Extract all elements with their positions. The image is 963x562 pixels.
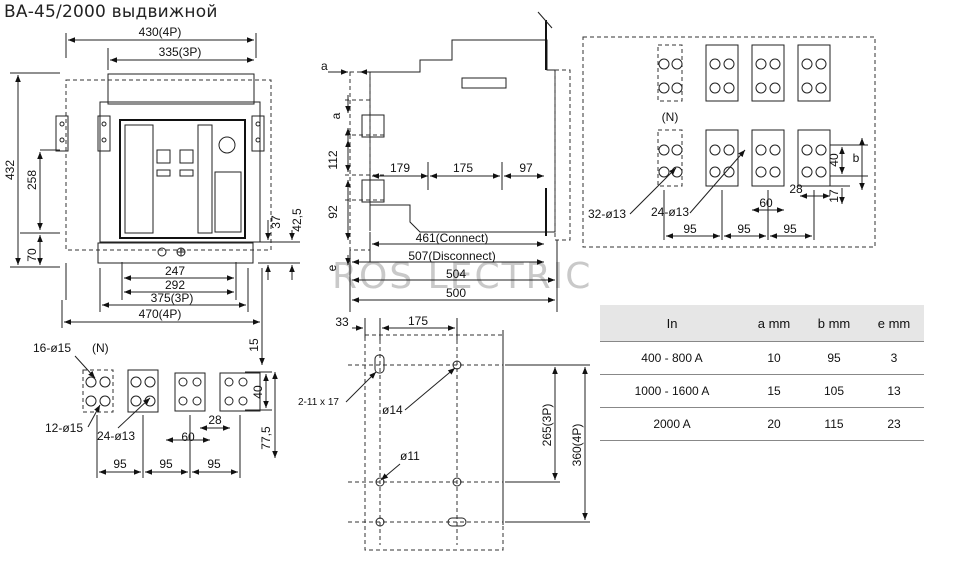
dim-40-detail: 40	[827, 153, 841, 167]
cell-in: 2000 A	[600, 407, 744, 441]
dim-95a-bottom: 95	[113, 457, 127, 471]
hole-16-label: 16-ø15	[33, 341, 71, 355]
dim-70: 70	[25, 248, 39, 262]
dim-112: 112	[326, 150, 340, 169]
dim-92: 92	[326, 205, 340, 219]
cell-a: 10	[744, 341, 804, 375]
header-a: a mm	[744, 305, 804, 342]
slot-label: 2-11 x 17	[298, 397, 339, 408]
spec-table: In a mm b mm e mm 400 - 800 A 10 95 3 10…	[600, 305, 924, 441]
dim-360-mount: 360(4P)	[570, 424, 584, 467]
hole-32-label: 32-ø13	[588, 207, 626, 221]
dim-37: 37	[269, 215, 283, 229]
dim-42-5: 42,5	[290, 208, 304, 232]
dim-40-bottom: 40	[251, 385, 265, 399]
dim-375: 375(3P)	[151, 291, 194, 305]
dim-175-mount: 175	[408, 314, 428, 328]
label-n-bottom: (N)	[92, 341, 109, 355]
dim-461: 461(Connect)	[416, 231, 489, 245]
hole-24-label: 24-ø13	[651, 205, 689, 219]
page-title: ВА-45/2000 выдвижной	[4, 2, 218, 22]
mounting-plan: 33 175 2-11 x 17 ø14 ø11 265(3P) 360(4P)	[298, 314, 590, 551]
hole-24-bottom-label: 24-ø13	[97, 429, 135, 443]
dim-430: 430(4P)	[139, 25, 182, 39]
dim-17-detail: 17	[827, 189, 841, 203]
cell-b: 115	[804, 407, 864, 441]
dim-335: 335(3P)	[159, 45, 202, 59]
cell-in: 1000 - 1600 A	[600, 374, 744, 408]
dim-175: 175	[453, 161, 473, 175]
dim-60-bottom: 60	[181, 430, 195, 444]
dim-95a-detail: 95	[683, 222, 697, 236]
table-row: 2000 A 20 115 23	[600, 407, 924, 441]
dim-60-detail: 60	[759, 196, 773, 210]
cell-a: 20	[744, 407, 804, 441]
dim-504: 504	[446, 267, 466, 281]
dim-95b-bottom: 95	[159, 457, 173, 471]
dim-b-detail: b	[853, 151, 860, 165]
hole-14-label: ø14	[382, 403, 403, 417]
dim-95c-detail: 95	[783, 222, 797, 236]
front-view: 430(4P) 335(3P) 432	[3, 25, 304, 328]
dim-292: 292	[165, 278, 185, 292]
cell-b: 105	[804, 374, 864, 408]
dim-265-mount: 265(3P)	[540, 404, 554, 447]
header-b: b mm	[804, 305, 864, 342]
dim-470: 470(4P)	[139, 307, 182, 321]
cell-b: 95	[804, 341, 864, 375]
label-e: e	[325, 264, 339, 271]
label-n-detail: (N)	[662, 110, 679, 124]
dim-432: 432	[3, 160, 17, 180]
dim-247: 247	[165, 264, 185, 278]
table-row: 400 - 800 A 10 95 3	[600, 341, 924, 375]
dim-97: 97	[519, 161, 533, 175]
dim-15-bottom: 15	[247, 338, 261, 352]
dim-28-bottom: 28	[208, 413, 222, 427]
terminal-detail: (N) 40 b 17 28 60 32-ø13 24-ø13	[582, 36, 876, 248]
dim-28-detail: 28	[789, 182, 803, 196]
cell-e: 13	[864, 374, 924, 408]
cell-e: 23	[864, 407, 924, 441]
dim-33-mount: 33	[335, 315, 349, 329]
bottom-terminals: 16-ø15 (N) 12-ø15 24-ø13 15 40 77,5 28 6…	[33, 327, 278, 478]
dim-500: 500	[446, 286, 466, 300]
dim-179: 179	[390, 161, 410, 175]
dim-77-5-bottom: 77,5	[259, 426, 273, 450]
dim-507: 507(Disconnect)	[408, 249, 495, 263]
dim-258: 258	[25, 170, 39, 190]
spec-table-header: In a mm b mm e mm	[600, 305, 924, 342]
table-row: 1000 - 1600 A 15 105 13	[600, 374, 924, 408]
dim-95b-detail: 95	[737, 222, 751, 236]
header-in: In	[600, 305, 744, 342]
cell-in: 400 - 800 A	[600, 341, 744, 375]
dim-95c-bottom: 95	[207, 457, 221, 471]
label-a-mid: a	[329, 112, 343, 119]
header-e: e mm	[864, 305, 924, 342]
side-view: a a 112 92 e 179 175 97 461(Connect) 507…	[321, 11, 571, 312]
cell-a: 15	[744, 374, 804, 408]
hole-11-label: ø11	[400, 449, 420, 463]
cell-e: 3	[864, 341, 924, 375]
label-a-top: a	[321, 59, 328, 73]
hole-12-label: 12-ø15	[45, 421, 83, 435]
